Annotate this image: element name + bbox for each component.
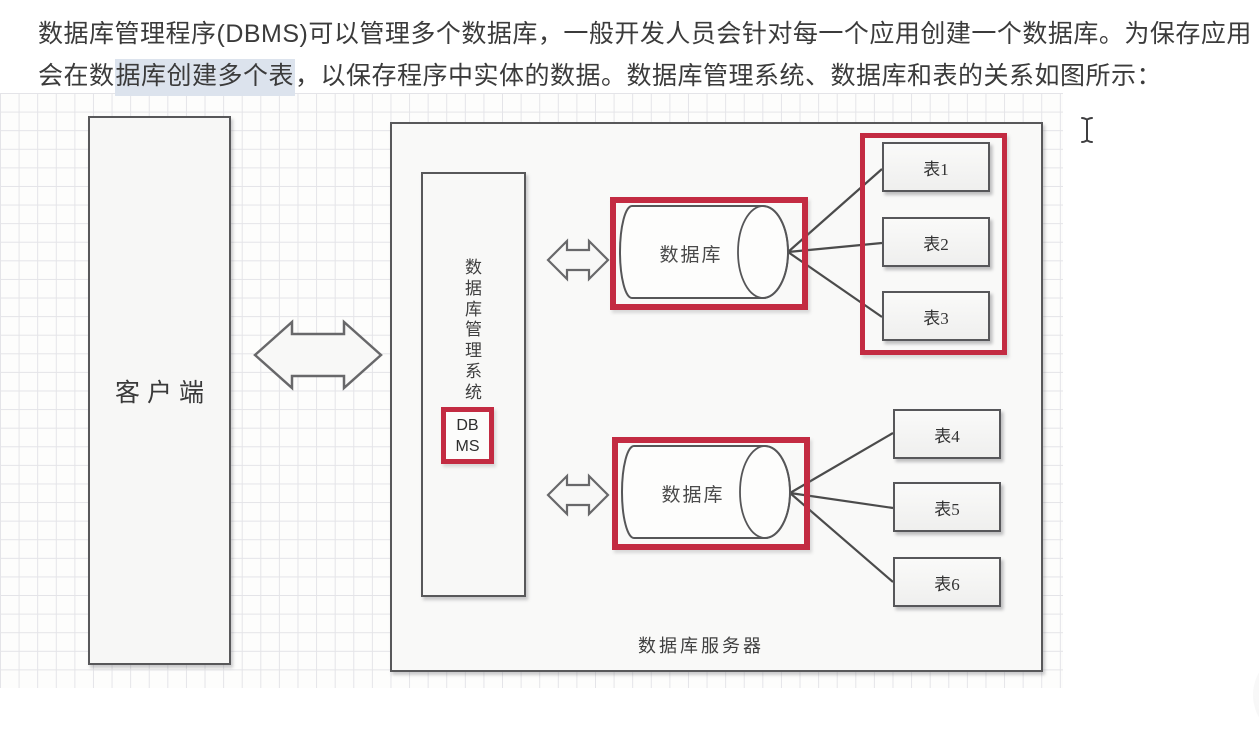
database-top-annotation-frame: 数据库 — [610, 197, 808, 310]
client-node: 客户端 — [88, 116, 231, 665]
text-cursor-icon — [1081, 117, 1093, 143]
database-cylinder-icon — [619, 205, 789, 299]
dbms-abbr-line: MS — [455, 437, 480, 455]
client-label: 客户端 — [114, 379, 211, 407]
paragraph-line-1: 数据库管理程序(DBMS)可以管理多个数据库，一般开发人员会针对每一个应用创建一… — [38, 20, 1252, 48]
dbms-char: 数 — [465, 258, 482, 277]
dbms-char: 统 — [465, 382, 482, 402]
table-node-6: 表6 — [893, 557, 1001, 607]
paragraph-line-2: 会在数据库创建多个表，以保存程序中实体的数据。数据库管理系统、数据库和表的关系如… — [38, 56, 1163, 96]
paragraph-line-2-post: ，以保存程序中实体的数据。数据库管理系统、数据库和表的关系如图所示： — [295, 62, 1163, 90]
double-arrow-icon — [253, 319, 383, 391]
dbms-vertical-label: 数 据 库 管 理 系 统 — [423, 258, 524, 404]
corner-watermark-circle — [1253, 650, 1259, 740]
dbms-abbr-line: DB — [456, 416, 479, 434]
dbms-char: 系 — [465, 361, 482, 381]
dbms-abbr-annotation-frame: DB MS — [441, 407, 494, 464]
selected-text: 据库创建多个表 — [114, 59, 296, 96]
dbms-node: 数 据 库 管 理 系 统 — [421, 172, 526, 597]
dbms-char: 据 — [465, 278, 482, 298]
double-arrow-icon — [546, 473, 610, 517]
table-node-5: 表5 — [893, 482, 1001, 532]
database-bottom-label: 数据库 — [661, 484, 725, 506]
table-node-4: 表4 — [893, 409, 1001, 459]
database-bottom-annotation-frame: 数据库 — [612, 437, 810, 550]
dbms-char: 理 — [465, 341, 482, 361]
server-label: 数据库服务器 — [638, 636, 764, 656]
table-node-2: 表2 — [882, 217, 990, 267]
page-canvas: 数据库管理程序(DBMS)可以管理多个数据库，一般开发人员会针对每一个应用创建一… — [0, 20, 1259, 740]
dbms-char: 管 — [465, 320, 482, 340]
database-top-label: 数据库 — [659, 244, 723, 266]
paragraph-line-2-pre: 会在数 — [38, 62, 115, 90]
dbms-char: 库 — [465, 299, 482, 319]
double-arrow-icon — [546, 238, 610, 282]
table-node-3: 表3 — [882, 291, 990, 341]
table-node-1: 表1 — [882, 142, 990, 192]
database-cylinder-icon — [621, 445, 791, 539]
tables-annotation-frame — [860, 133, 1007, 355]
